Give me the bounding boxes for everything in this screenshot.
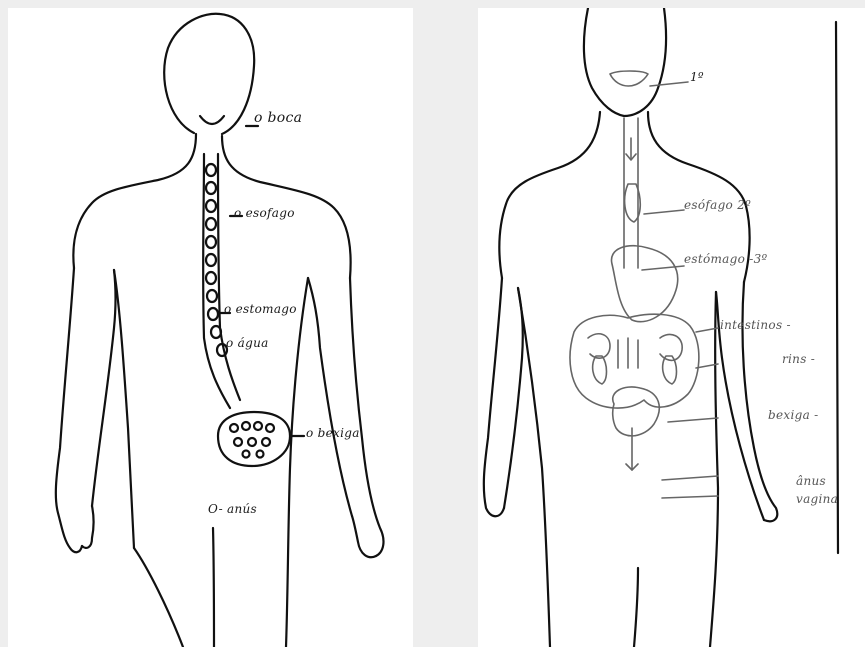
left-label-bexiga: o bexiga <box>306 426 360 440</box>
left-torso-right <box>286 278 308 647</box>
right-kidney-left <box>593 356 607 384</box>
right-label-mouth: 1º <box>690 70 704 84</box>
left-arm-left-inner <box>92 270 116 506</box>
left-label-agua: o água <box>226 336 269 350</box>
left-torso-left <box>114 270 134 548</box>
left-label-estomago: o estomago <box>224 302 297 316</box>
left-label-anus: O- anús <box>208 502 257 516</box>
right-label-rins: rins - <box>782 352 815 366</box>
right-label-bexiga: bexiga - <box>768 408 819 422</box>
right-label-estomago: estómago -3º <box>684 252 768 266</box>
right-body-outline <box>478 8 865 647</box>
left-arm-right-inner <box>308 278 352 516</box>
right-neck-shoulder-left <box>499 112 600 278</box>
right-bladder <box>613 387 660 436</box>
left-head <box>164 14 254 134</box>
right-drawing-panel: 1º esófago 2º estómago -3º intestinos - … <box>478 8 865 647</box>
right-label-esofago: esófago 2º <box>684 198 751 212</box>
right-arm-left-outer <box>484 278 504 516</box>
left-leg-left <box>134 548 183 647</box>
left-hand-right <box>352 516 376 557</box>
right-head <box>584 8 666 116</box>
right-mouth-shape <box>610 71 648 86</box>
right-stomach <box>611 246 677 322</box>
right-label-anus: ânus <box>796 474 826 488</box>
left-drawing-panel: o boca o esofago o estomago o água o bex… <box>8 8 413 647</box>
right-label-vagina: vagina <box>796 492 838 506</box>
right-arm-left-inner <box>504 288 523 508</box>
left-inner-leg <box>213 528 214 647</box>
left-esophagus-inner <box>218 154 240 400</box>
left-body-outline <box>8 8 413 647</box>
right-label-intestinos: intestinos - <box>720 318 791 332</box>
left-hand-left <box>82 506 94 548</box>
left-label-esofago: o esofago <box>234 206 295 220</box>
left-smile <box>200 116 224 124</box>
left-neck-shoulder-left <box>73 134 196 268</box>
right-vertical-divider <box>836 22 838 553</box>
left-arm-left-outer <box>56 268 82 552</box>
right-inner-leg <box>634 568 638 647</box>
right-torso-right <box>710 292 718 647</box>
left-label-boca: o boca <box>254 110 302 126</box>
left-arm-right-outer <box>350 278 383 556</box>
